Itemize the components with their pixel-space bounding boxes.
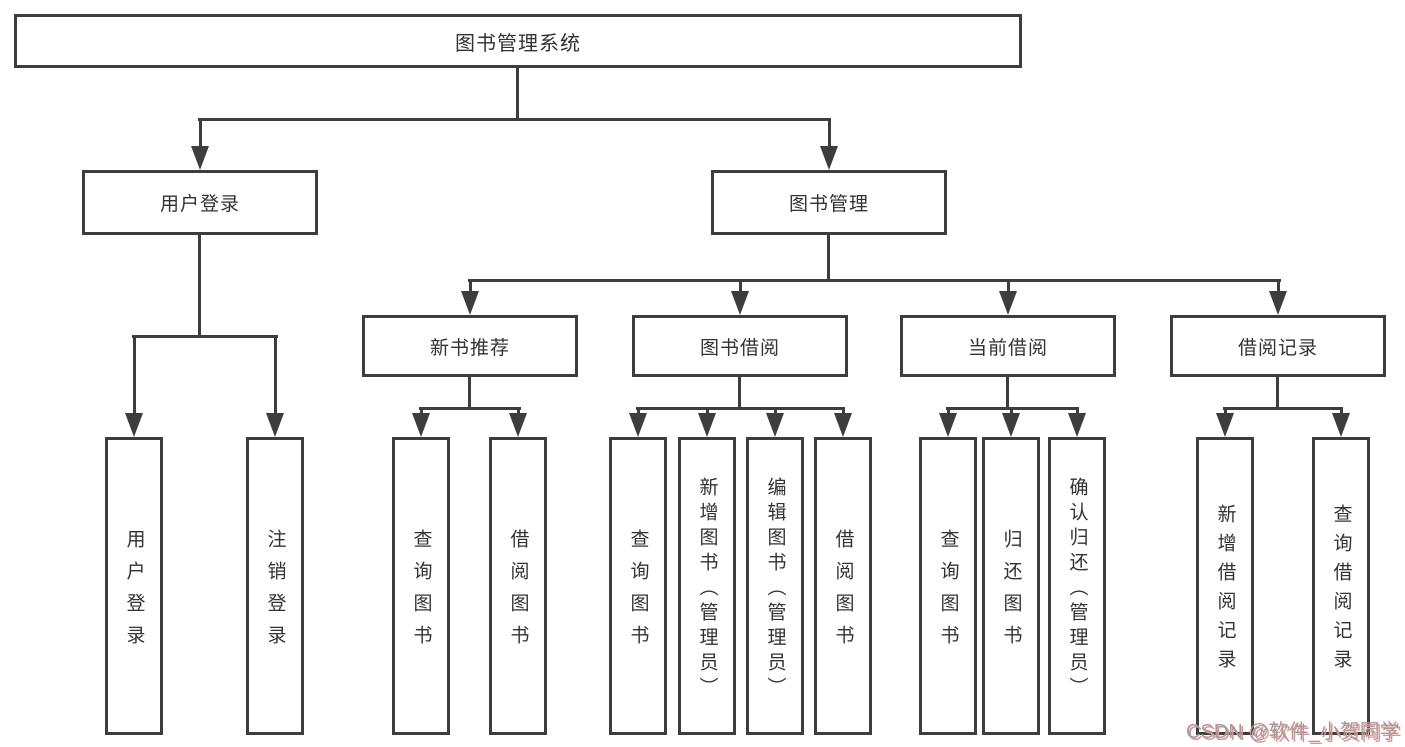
connector-line [1277,279,1280,295]
connector-line [419,407,521,410]
leaf-label: 新增图书（管理员） [696,476,718,702]
connector-line [469,279,472,295]
arrow-down-icon [509,413,527,437]
node-user-login: 用户登录 [82,170,318,235]
arrow-down-icon [412,413,430,437]
arrow-down-icon [1002,413,1020,437]
connector-line [199,118,202,150]
connector-line [198,235,201,338]
connector-line [1340,407,1343,417]
leaf-label: 确认归还（管理员） [1066,476,1088,702]
arrow-down-icon [191,146,209,170]
connector-line [947,407,950,417]
connector-line [420,407,423,417]
leaf-label: 查询图书 [627,528,649,657]
node-book-management: 图书管理 [711,170,947,235]
leaf-return-books: 归还图书 [982,437,1040,735]
leaf-borrow-books: 借阅图书 [814,437,872,735]
leaf-label: 查询借阅记录 [1330,504,1352,678]
leaf-borrow-books-recommend: 借阅图书 [489,437,547,735]
connector-line [842,407,845,417]
node-new-book-recommendation: 新书推荐 [362,315,578,377]
csdn-watermark: CSDN @软件_小贺同学 [1186,721,1400,743]
arrow-down-icon [629,413,647,437]
leaf-query-books-recommend: 查询图书 [392,437,450,735]
arrow-down-icon [1216,413,1234,437]
leaf-query-books-borrowing: 查询图书 [609,437,667,735]
node-label: 图书借阅 [699,337,780,359]
connector-line [1224,407,1227,417]
arrow-down-icon [834,413,852,437]
connector-line [1007,279,1010,295]
leaf-confirm-return-admin: 确认归还（管理员） [1048,437,1106,735]
leaf-label: 查询图书 [410,528,432,657]
leaf-add-book-admin: 新增图书（管理员） [678,437,736,735]
connector-line [774,407,777,417]
connector-line [516,68,519,118]
node-borrowing-records: 借阅记录 [1170,315,1386,377]
leaf-label: 借阅图书 [507,528,529,657]
node-label: 用户登录 [159,194,240,215]
leaf-edit-book-admin: 编辑图书（管理员） [746,437,804,735]
arrow-down-icon [820,146,838,170]
connector-line [274,335,277,417]
arrow-down-icon [125,413,143,437]
connector-line [739,279,742,295]
connector-line [517,407,520,417]
node-label: 当前借阅 [967,337,1048,359]
connector-line [827,235,830,282]
arrow-down-icon [731,291,749,315]
leaf-query-books-current: 查询图书 [919,437,977,735]
leaf-label: 新增借阅记录 [1214,504,1236,678]
leaf-label: 注销登录 [264,528,286,657]
connector-line [468,279,1281,282]
connector-line [133,335,136,417]
arrow-down-icon [461,291,479,315]
arrow-down-icon [1269,291,1287,315]
connector-line [738,377,741,410]
arrow-down-icon [1068,413,1086,437]
node-label: 图书管理系统 [455,32,581,55]
node-current-borrowing: 当前借阅 [900,315,1116,377]
leaf-label: 借阅图书 [832,528,854,657]
arrow-down-icon [939,413,957,437]
leaf-label: 归还图书 [1000,528,1022,657]
arrow-down-icon [766,413,784,437]
connector-line [132,335,278,338]
connector-line [1276,377,1279,410]
node-library-management-system: 图书管理系统 [14,14,1022,68]
connector-line [1010,407,1013,417]
leaf-logout: 注销登录 [246,437,304,735]
leaf-label: 编辑图书（管理员） [764,476,786,702]
leaf-user-login: 用户登录 [105,437,163,735]
node-book-borrowing: 图书借阅 [632,315,848,377]
connector-line [1076,407,1079,417]
connector-line [637,407,640,417]
connector-line [706,407,709,417]
leaf-label: 查询图书 [937,528,959,657]
connector-line [198,118,831,121]
connector-line [468,377,471,410]
arrow-down-icon [1332,413,1350,437]
leaf-label: 用户登录 [123,528,145,657]
connector-line [828,118,831,150]
connector-line [1006,377,1009,410]
arrow-down-icon [698,413,716,437]
leaf-add-borrow-record: 新增借阅记录 [1196,437,1254,735]
leaf-query-borrow-record: 查询借阅记录 [1312,437,1370,735]
arrow-down-icon [999,291,1017,315]
node-label: 新书推荐 [429,337,510,359]
node-label: 图书管理 [788,194,869,215]
connector-line [636,407,845,410]
node-label: 借阅记录 [1237,337,1318,359]
arrow-down-icon [266,413,284,437]
connector-line [1223,407,1343,410]
